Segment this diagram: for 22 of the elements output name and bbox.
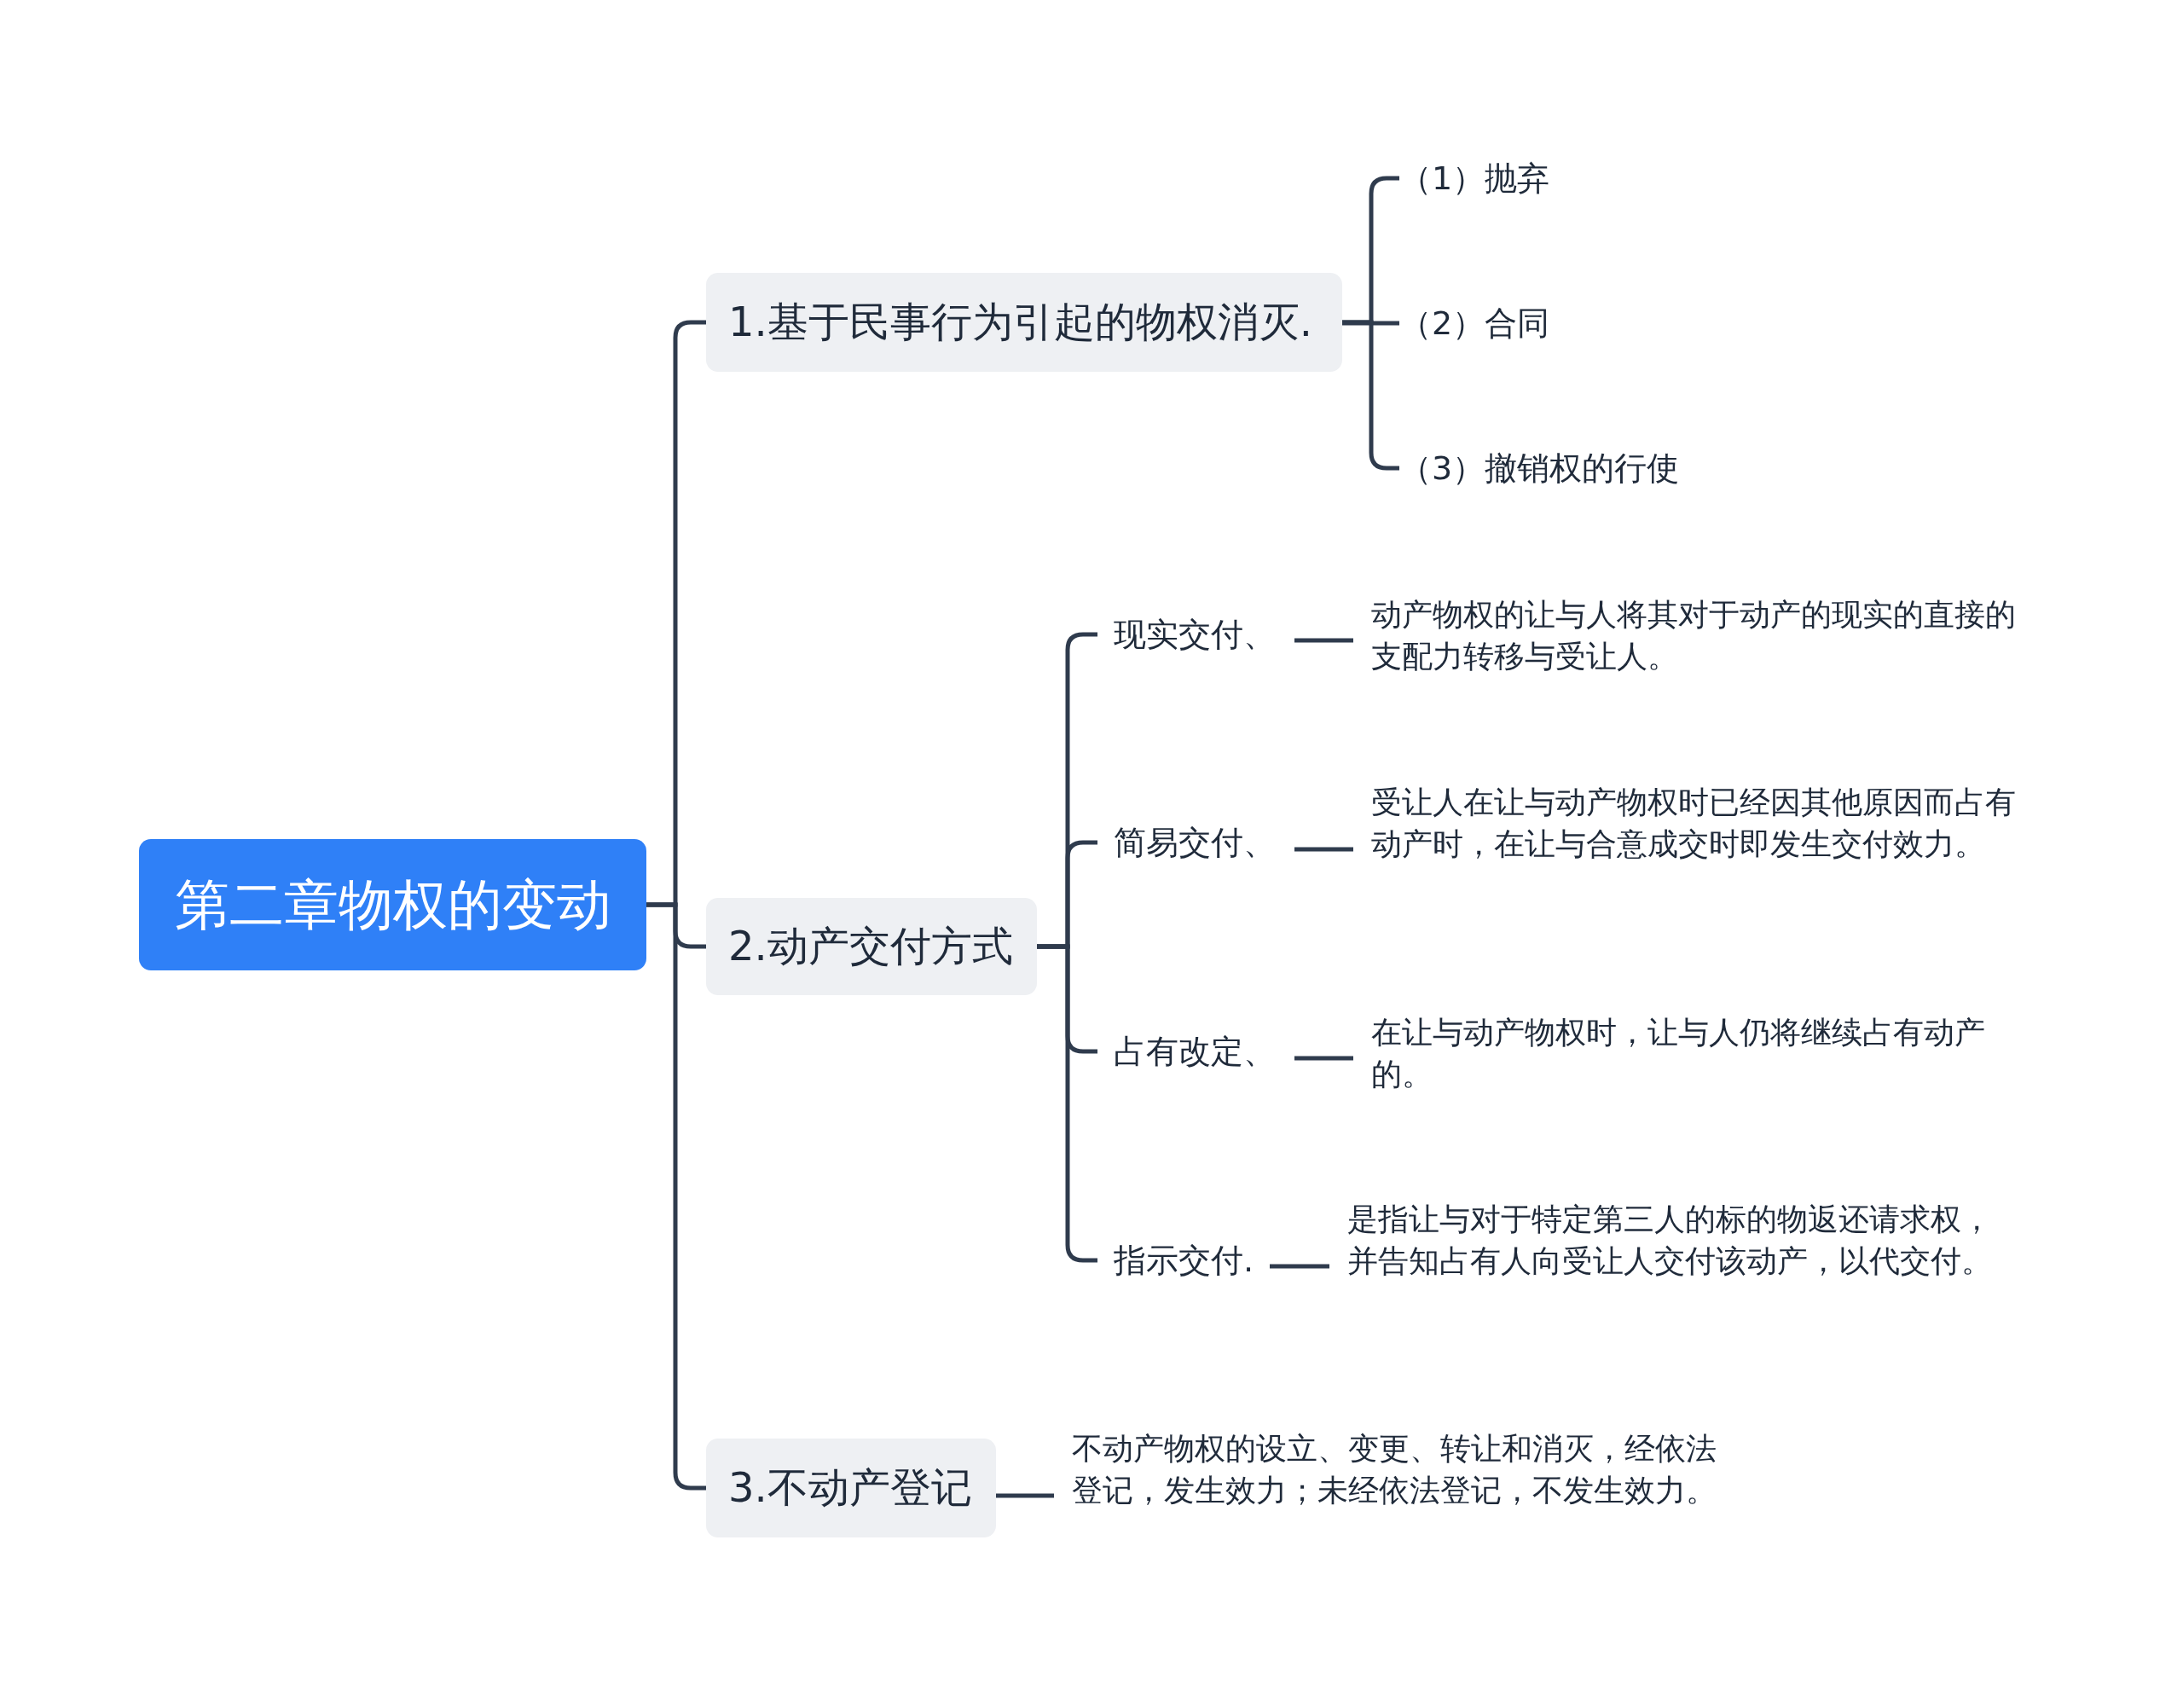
connector-line (1294, 638, 1353, 643)
subtopic-text: （1）抛弃 (1399, 158, 1550, 199)
connector-line (1342, 321, 1399, 326)
root-topic: 第二章物权的变动 (139, 839, 646, 970)
branch-topic: 1.基于民事行为引起的物权消灭. (706, 273, 1342, 372)
description-text: 受让人在让与动产物权时已经因其他原因而占有动产时，在让与合意成交时即发生交付效力。 (1371, 784, 2017, 863)
subtopic-text: 现实交付、 (1114, 614, 1276, 655)
branch-topic: 3.不动产登记 (706, 1439, 996, 1537)
subtopic-text: 占有改定、 (1114, 1031, 1276, 1072)
description-text: 在让与动产物权时，让与人仍将继续占有动产的。 (1371, 1014, 1986, 1093)
connector-line (1294, 1056, 1353, 1061)
connector-line (1270, 1264, 1329, 1269)
subtopic-text: 简易交付、 (1114, 822, 1276, 863)
description-text: 不动产物权的设立、变更、转让和消灭，经依法登记，发生效力；未经依法登记，不发生效力。 (1072, 1430, 1717, 1509)
connector-line (1294, 847, 1353, 852)
connector-line (996, 1493, 1054, 1498)
description-text: 动产物权的让与人将其对于动产的现实的直接的支配力转移与受让人。 (1371, 596, 2017, 675)
subtopic-text: 指示交付. (1114, 1240, 1254, 1281)
description-text: 是指让与对于特定第三人的标的物返还请求权，并告知占有人向受让人交付该动产，以代交付。 (1347, 1201, 1993, 1280)
subtopic-text: （3）撤销权的行使 (1399, 448, 1680, 489)
branch-topic: 2.动产交付方式 (706, 898, 1037, 995)
subtopic-text: （2）合同 (1399, 303, 1550, 344)
